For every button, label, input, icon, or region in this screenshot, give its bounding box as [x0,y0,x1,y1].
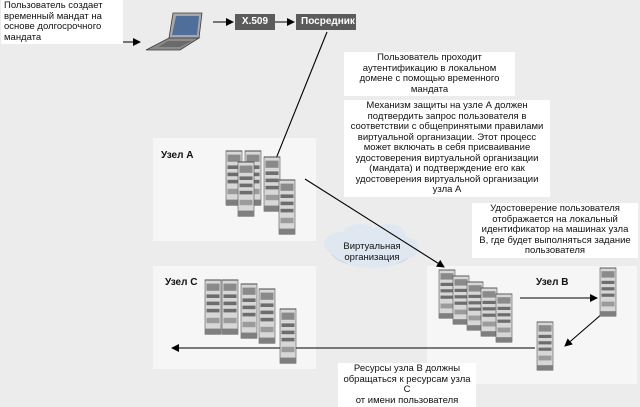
site-a-label: Узел А [161,150,194,161]
x509-certificate-tag: X.509 [235,14,275,30]
laptop-icon [145,12,203,51]
arrow-proxy-to-site-a [267,31,328,177]
caption-user-authenticates: Пользователь проходит аутентификацию в л… [344,52,515,96]
site-c-label: Узел С [165,277,198,288]
site-a-servers [225,150,296,235]
caption-user-creates-proxy: Пользователь создает временный мандат на… [1,0,123,44]
virtual-organization-cloud [324,224,419,268]
caption-site-a-security: Механизм защиты на узле А должен подтвер… [344,100,550,197]
site-c-servers [204,279,297,364]
site-b-servers [438,267,617,371]
site-b-label: Узел В [536,277,569,288]
proxy-tag: Посредник [296,14,356,30]
arrow-site-a-to-site-b [304,178,445,268]
caption-identity-mapping: Удостоверение пользователя отображается … [472,203,638,258]
caption-resources-access: Ресурсы узла В должны обращаться к ресур… [338,363,476,407]
virtual-organization-label: Виртуальная организация [343,241,401,263]
